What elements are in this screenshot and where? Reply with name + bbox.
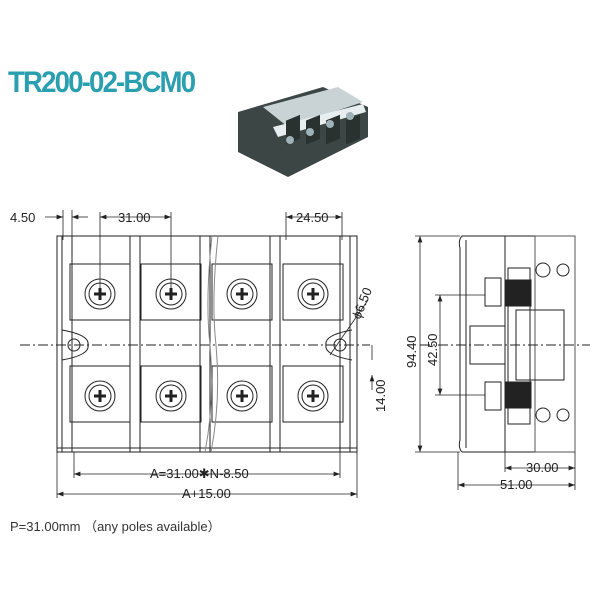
barrier-wall bbox=[339, 235, 351, 453]
footer-note: P=31.00mm （any poles available） bbox=[10, 519, 221, 534]
screw-icon bbox=[297, 380, 329, 412]
dim-42-50: 42.50 bbox=[425, 333, 440, 366]
screw-icon bbox=[226, 278, 258, 310]
barrier-wall bbox=[61, 235, 73, 453]
dim-length-total: A+15.00 bbox=[182, 486, 231, 501]
dim-31-00: 31.00 bbox=[118, 210, 151, 225]
screw-icon bbox=[297, 278, 329, 310]
barrier-wall bbox=[269, 235, 281, 453]
terminal-plate bbox=[211, 365, 273, 423]
dimension-labels: 4.50 31.00 24.50 ϕ6.50 14.00 A=31.00✱N-8… bbox=[10, 210, 559, 501]
dim-4-50: 4.50 bbox=[10, 210, 35, 225]
dimension-lines bbox=[45, 210, 576, 498]
terminal-plate bbox=[140, 365, 202, 423]
terminal-plate bbox=[282, 365, 344, 423]
product-title: TR200-02-BCM0 bbox=[8, 66, 196, 99]
technical-drawing: 4.50 31.00 24.50 ϕ6.50 14.00 A=31.00✱N-8… bbox=[10, 210, 590, 501]
dim-length-a: A=31.00✱N-8.50 bbox=[150, 466, 249, 481]
terminal-plate bbox=[282, 263, 344, 321]
terminal-plate bbox=[211, 263, 273, 321]
barrier-wall bbox=[129, 235, 141, 453]
product-photo bbox=[238, 87, 368, 177]
side-view bbox=[420, 235, 590, 453]
screw-icon bbox=[84, 380, 116, 412]
dim-30-00: 30.00 bbox=[526, 460, 559, 475]
dim-94-40: 94.40 bbox=[404, 335, 419, 368]
front-view bbox=[20, 235, 370, 453]
screw-icon bbox=[155, 380, 187, 412]
dim-hole-diameter: ϕ6.50 bbox=[349, 285, 375, 321]
dim-24-50: 24.50 bbox=[296, 210, 329, 225]
dim-51-00: 51.00 bbox=[500, 477, 533, 492]
screw-icon bbox=[226, 380, 258, 412]
dim-14-00: 14.00 bbox=[373, 379, 388, 412]
